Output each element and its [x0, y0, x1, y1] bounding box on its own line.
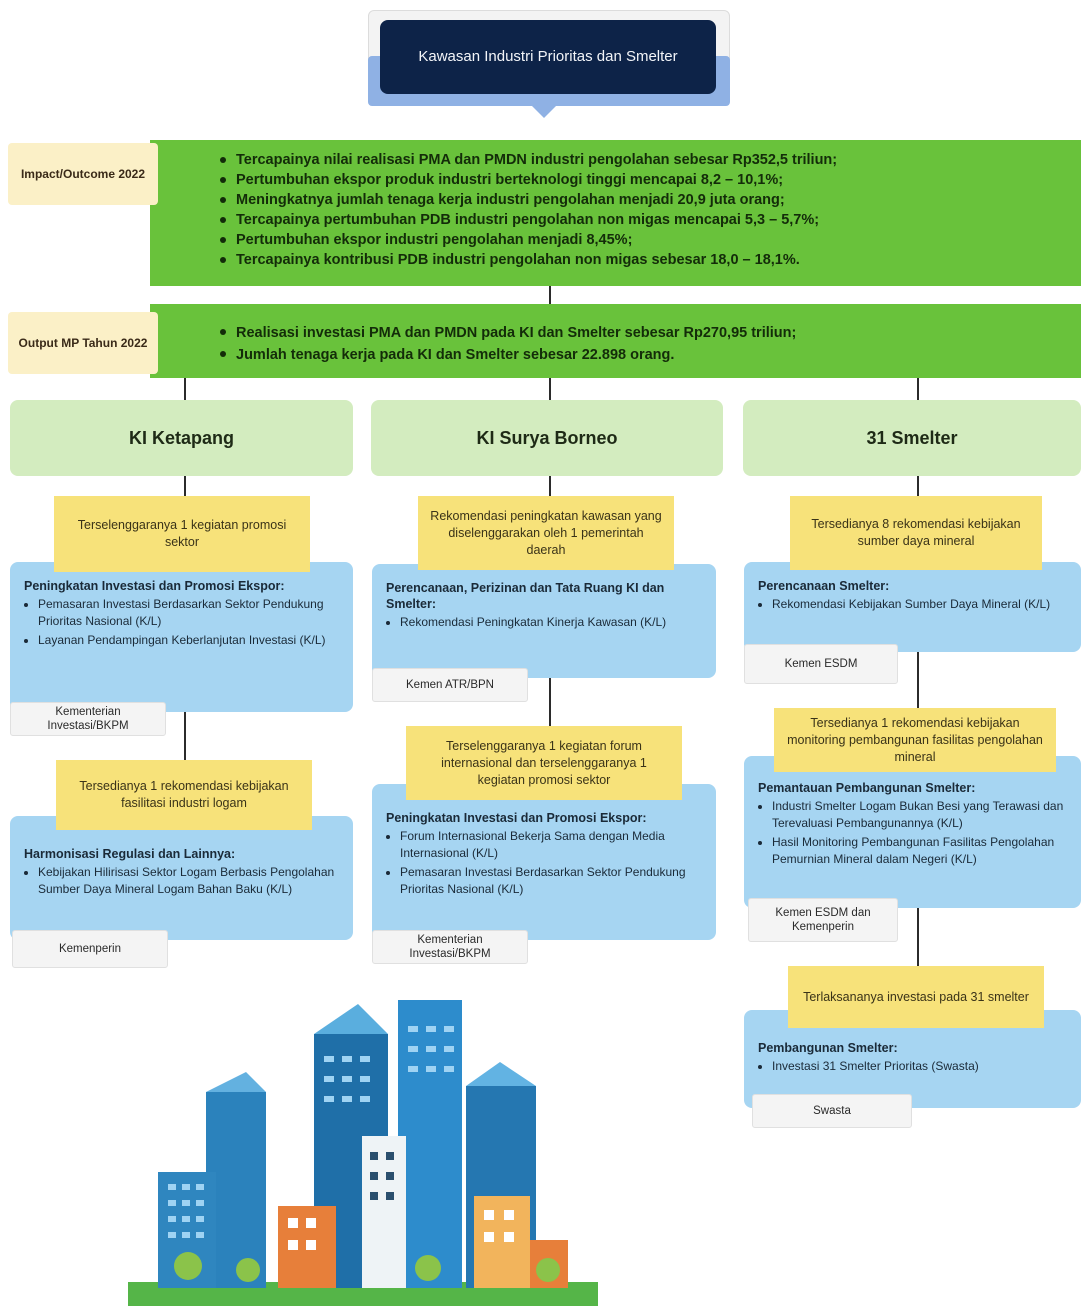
program-title: Pemantauan Pembangunan Smelter:	[758, 781, 976, 795]
agency-tag: Kemenperin	[12, 930, 168, 968]
program-title: Pembangunan Smelter:	[758, 1041, 898, 1055]
program-title: Peningkatan Investasi dan Promosi Ekspor…	[386, 811, 647, 825]
connector-output-col1	[184, 378, 186, 400]
target-box: Tersedianya 1 rekomendasi kebijakan moni…	[774, 708, 1056, 772]
connector-col2-b	[549, 678, 551, 726]
impact-item: Pertumbuhan ekspor industri pengolahan m…	[218, 230, 1073, 250]
target-box: Terselenggaranya 1 kegiatan forum intern…	[406, 726, 682, 800]
program-box: Perencanaan, Perizinan dan Tata Ruang KI…	[372, 564, 716, 678]
program-item: Industri Smelter Logam Bukan Besi yang T…	[772, 798, 1067, 832]
impact-item: Meningkatnya jumlah tenaga kerja industr…	[218, 190, 1073, 210]
program-item: Pemasaran Investasi Berdasarkan Sektor P…	[400, 864, 702, 898]
impact-item: Tercapainya kontribusi PDB industri peng…	[218, 250, 1073, 270]
target-box: Terlaksananya investasi pada 31 smelter	[788, 966, 1044, 1028]
program-box: Peningkatan Investasi dan Promosi Ekspor…	[10, 562, 353, 712]
column-header-ki-surya-borneo: KI Surya Borneo	[371, 400, 723, 476]
program-list: Rekomendasi Kebijakan Sumber Daya Minera…	[758, 596, 1067, 613]
program-box: Peningkatan Investasi dan Promosi Ekspor…	[372, 784, 716, 940]
impact-band	[150, 140, 1081, 286]
diagram-title: Kawasan Industri Prioritas dan Smelter	[380, 20, 716, 94]
target-box: Rekomendasi peningkatan kawasan yang dis…	[418, 496, 674, 570]
connector-col3-c	[917, 908, 919, 966]
connector-col2-a	[549, 476, 551, 496]
program-item: Pemasaran Investasi Berdasarkan Sektor P…	[38, 596, 339, 630]
agency-tag: Swasta	[752, 1094, 912, 1128]
program-item: Investasi 31 Smelter Prioritas (Swasta)	[772, 1058, 1067, 1075]
column-header-31-smelter: 31 Smelter	[743, 400, 1081, 476]
column-header-ki-ketapang: KI Ketapang	[10, 400, 353, 476]
program-box: Harmonisasi Regulasi dan Lainnya: Kebija…	[10, 816, 353, 940]
program-item: Layanan Pendampingan Keberlanjutan Inves…	[38, 632, 339, 649]
agency-tag: Kementerian Investasi/BKPM	[372, 930, 528, 964]
program-item: Forum Internasional Bekerja Sama dengan …	[400, 828, 702, 862]
connector-col3-a	[917, 476, 919, 496]
connector-col3-b	[917, 652, 919, 708]
agency-tag: Kemen ESDM	[744, 644, 898, 684]
output-item: Jumlah tenaga kerja pada KI dan Smelter …	[218, 344, 1073, 366]
program-list: Pemasaran Investasi Berdasarkan Sektor P…	[24, 596, 339, 649]
program-title: Peningkatan Investasi dan Promosi Ekspor…	[24, 579, 285, 593]
target-box: Terselenggaranya 1 kegiatan promosi sekt…	[54, 496, 310, 572]
program-title: Harmonisasi Regulasi dan Lainnya:	[24, 847, 236, 861]
program-title: Perencanaan Smelter:	[758, 579, 890, 593]
impact-item: Pertumbuhan ekspor produk industri berte…	[218, 170, 1073, 190]
impact-list: Tercapainya nilai realisasi PMA dan PMDN…	[218, 150, 1073, 270]
agency-tag: Kemen ESDM dan Kemenperin	[748, 898, 898, 942]
program-list: Kebijakan Hilirisasi Sektor Logam Berbas…	[24, 864, 339, 898]
program-list: Investasi 31 Smelter Prioritas (Swasta)	[758, 1058, 1067, 1075]
output-band	[150, 304, 1081, 378]
title-pointer	[530, 104, 558, 118]
impact-item: Tercapainya pertumbuhan PDB industri pen…	[218, 210, 1073, 230]
connector-col1-a	[184, 476, 186, 496]
connector-col1-b	[184, 712, 186, 760]
output-item: Realisasi investasi PMA dan PMDN pada KI…	[218, 322, 1073, 344]
target-box: Tersedianya 8 rekomendasi kebijakan sumb…	[790, 496, 1042, 570]
program-item: Rekomendasi Kebijakan Sumber Daya Minera…	[772, 596, 1067, 613]
output-list: Realisasi investasi PMA dan PMDN pada KI…	[218, 322, 1073, 366]
connector-output-col3	[917, 378, 919, 400]
agency-tag: Kemen ATR/BPN	[372, 668, 528, 702]
city-skyline-illustration	[128, 1000, 598, 1306]
connector-output-col2	[549, 378, 551, 400]
impact-label: Impact/Outcome 2022	[8, 143, 158, 205]
program-box: Pemantauan Pembangunan Smelter: Industri…	[744, 756, 1081, 908]
program-item: Rekomendasi Peningkatan Kinerja Kawasan …	[400, 614, 702, 631]
program-list: Industri Smelter Logam Bukan Besi yang T…	[758, 798, 1067, 868]
program-item: Kebijakan Hilirisasi Sektor Logam Berbas…	[38, 864, 339, 898]
connector-impact-output	[549, 286, 551, 304]
program-item: Hasil Monitoring Pembangunan Fasilitas P…	[772, 834, 1067, 868]
impact-item: Tercapainya nilai realisasi PMA dan PMDN…	[218, 150, 1073, 170]
output-label: Output MP Tahun 2022	[8, 312, 158, 374]
program-list: Rekomendasi Peningkatan Kinerja Kawasan …	[386, 614, 702, 631]
program-list: Forum Internasional Bekerja Sama dengan …	[386, 828, 702, 898]
target-box: Tersedianya 1 rekomendasi kebijakan fasi…	[56, 760, 312, 830]
agency-tag: Kementerian Investasi/BKPM	[10, 702, 166, 736]
program-box: Perencanaan Smelter: Rekomendasi Kebijak…	[744, 562, 1081, 652]
program-title: Perencanaan, Perizinan dan Tata Ruang KI…	[386, 581, 665, 611]
